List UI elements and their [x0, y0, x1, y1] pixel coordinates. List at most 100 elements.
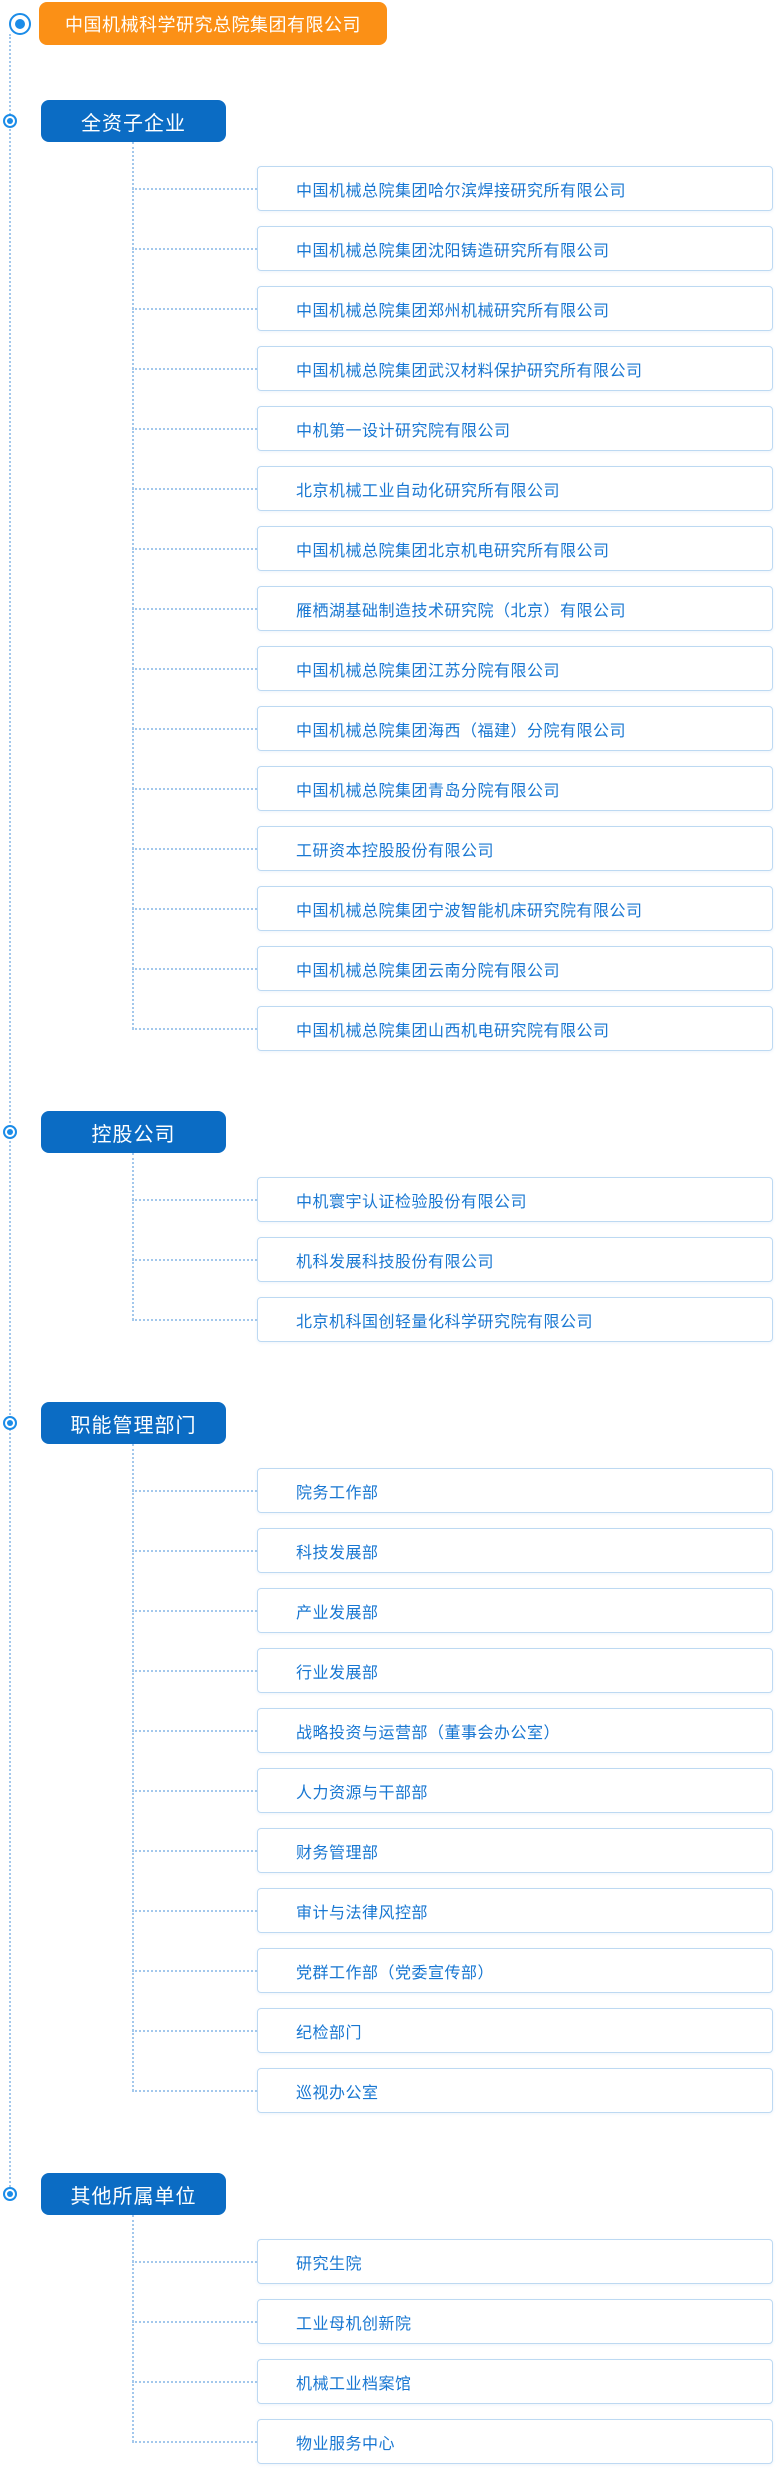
org-item[interactable]: 中国机械总院集团山西机电研究院有限公司 — [257, 1006, 773, 1051]
connector-line — [132, 607, 257, 610]
org-item[interactable]: 中机第一设计研究院有限公司 — [257, 406, 773, 451]
org-item[interactable]: 中国机械总院集团北京机电研究所有限公司 — [257, 526, 773, 571]
org-item[interactable]: 审计与法律风控部 — [257, 1888, 773, 1933]
connector-line — [132, 2380, 257, 2383]
org-item-row: 北京机科国创轻量化科学研究院有限公司 — [132, 1297, 773, 1342]
connector-line — [132, 1669, 257, 1672]
org-item[interactable]: 中国机械总院集团武汉材料保护研究所有限公司 — [257, 346, 773, 391]
connector-line — [132, 2089, 257, 2092]
org-item-row: 行业发展部 — [132, 1648, 773, 1693]
org-item[interactable]: 中国机械总院集团郑州机械研究所有限公司 — [257, 286, 773, 331]
org-item[interactable]: 物业服务中心 — [257, 2419, 773, 2464]
org-item-row: 中国机械总院集团武汉材料保护研究所有限公司 — [132, 346, 773, 391]
org-item[interactable]: 中国机械总院集团江苏分院有限公司 — [257, 646, 773, 691]
section-header-row: 全资子企业 — [0, 100, 779, 142]
root-node-row: 中国机械科学研究总院集团有限公司 — [0, 0, 779, 45]
org-item-row: 党群工作部（党委宣传部） — [132, 1948, 773, 1993]
org-item-row: 中国机械总院集团青岛分院有限公司 — [132, 766, 773, 811]
connector-line — [132, 487, 257, 490]
org-item[interactable]: 工研资本控股股份有限公司 — [257, 826, 773, 871]
connector-line — [132, 2029, 257, 2032]
section-holding-companies: 控股公司 中机寰宇认证检验股份有限公司 机科发展科技股份有限公司 北京机科国创轻… — [0, 1111, 779, 1342]
org-item-row: 中国机械总院集团北京机电研究所有限公司 — [132, 526, 773, 571]
org-item-row: 物业服务中心 — [132, 2419, 773, 2464]
org-item-row: 雁栖湖基础制造技术研究院（北京）有限公司 — [132, 586, 773, 631]
section-items: 院务工作部 科技发展部 产业发展部 行业发展部 战略投资与运营部（董事会办公室）… — [0, 1444, 779, 2113]
org-item[interactable]: 中国机械总院集团哈尔滨焊接研究所有限公司 — [257, 166, 773, 211]
section-connector-line — [132, 1444, 134, 2091]
section-functional-departments: 职能管理部门 院务工作部 科技发展部 产业发展部 行业发展部 战略投资与运营部（… — [0, 1402, 779, 2113]
section-connector-line — [132, 2215, 134, 2442]
section-node[interactable]: 控股公司 — [41, 1111, 226, 1153]
org-item[interactable]: 人力资源与干部部 — [257, 1768, 773, 1813]
org-item[interactable]: 中国机械总院集团宁波智能机床研究院有限公司 — [257, 886, 773, 931]
connector-line — [132, 1849, 257, 1852]
connector-line — [132, 1609, 257, 1612]
org-item[interactable]: 中国机械总院集团云南分院有限公司 — [257, 946, 773, 991]
section-bullet-icon — [3, 1125, 17, 1139]
org-item-row: 产业发展部 — [132, 1588, 773, 1633]
section-connector-line — [132, 1153, 134, 1320]
connector-line — [132, 1258, 257, 1261]
connector-line — [132, 427, 257, 430]
connector-line — [132, 547, 257, 550]
org-item-row: 工研资本控股股份有限公司 — [132, 826, 773, 871]
org-item[interactable]: 中国机械总院集团青岛分院有限公司 — [257, 766, 773, 811]
org-item-row: 中国机械总院集团江苏分院有限公司 — [132, 646, 773, 691]
section-bullet-icon — [3, 1416, 17, 1430]
org-item-row: 机科发展科技股份有限公司 — [132, 1237, 773, 1282]
org-item-row: 中国机械总院集团山西机电研究院有限公司 — [132, 1006, 773, 1051]
section-header-row: 控股公司 — [0, 1111, 779, 1153]
org-item[interactable]: 雁栖湖基础制造技术研究院（北京）有限公司 — [257, 586, 773, 631]
org-item[interactable]: 纪检部门 — [257, 2008, 773, 2053]
connector-line — [132, 1027, 257, 1030]
connector-line — [132, 1909, 257, 1912]
org-item-row: 北京机械工业自动化研究所有限公司 — [132, 466, 773, 511]
connector-line — [132, 907, 257, 910]
section-items: 中机寰宇认证检验股份有限公司 机科发展科技股份有限公司 北京机科国创轻量化科学研… — [0, 1153, 779, 1342]
org-item-row: 财务管理部 — [132, 1828, 773, 1873]
org-item[interactable]: 北京机科国创轻量化科学研究院有限公司 — [257, 1297, 773, 1342]
org-item[interactable]: 机械工业档案馆 — [257, 2359, 773, 2404]
org-item[interactable]: 研究生院 — [257, 2239, 773, 2284]
org-item[interactable]: 机科发展科技股份有限公司 — [257, 1237, 773, 1282]
connector-line — [132, 787, 257, 790]
org-item-row: 中国机械总院集团沈阳铸造研究所有限公司 — [132, 226, 773, 271]
org-item[interactable]: 中国机械总院集团沈阳铸造研究所有限公司 — [257, 226, 773, 271]
section-items: 中国机械总院集团哈尔滨焊接研究所有限公司 中国机械总院集团沈阳铸造研究所有限公司… — [0, 142, 779, 1051]
connector-line — [132, 1489, 257, 1492]
section-node[interactable]: 其他所属单位 — [41, 2173, 226, 2215]
connector-line — [132, 967, 257, 970]
org-item-row: 中国机械总院集团哈尔滨焊接研究所有限公司 — [132, 166, 773, 211]
section-wholly-owned: 全资子企业 中国机械总院集团哈尔滨焊接研究所有限公司 中国机械总院集团沈阳铸造研… — [0, 100, 779, 1051]
section-bullet-icon — [3, 114, 17, 128]
root-bullet-icon — [9, 12, 31, 35]
section-header-row: 职能管理部门 — [0, 1402, 779, 1444]
section-other-units: 其他所属单位 研究生院 工业母机创新院 机械工业档案馆 物业服务中心 — [0, 2173, 779, 2464]
org-item-row: 研究生院 — [132, 2239, 773, 2284]
org-item[interactable]: 巡视办公室 — [257, 2068, 773, 2113]
org-item[interactable]: 中机寰宇认证检验股份有限公司 — [257, 1177, 773, 1222]
org-item[interactable]: 产业发展部 — [257, 1588, 773, 1633]
org-item-row: 机械工业档案馆 — [132, 2359, 773, 2404]
org-item[interactable]: 中国机械总院集团海西（福建）分院有限公司 — [257, 706, 773, 751]
org-item[interactable]: 科技发展部 — [257, 1528, 773, 1573]
section-connector-line — [132, 142, 134, 1029]
section-node[interactable]: 全资子企业 — [41, 100, 226, 142]
org-item[interactable]: 北京机械工业自动化研究所有限公司 — [257, 466, 773, 511]
org-item[interactable]: 战略投资与运营部（董事会办公室） — [257, 1708, 773, 1753]
connector-line — [132, 247, 257, 250]
connector-line — [132, 1198, 257, 1201]
org-item-row: 人力资源与干部部 — [132, 1768, 773, 1813]
root-node[interactable]: 中国机械科学研究总院集团有限公司 — [39, 2, 387, 45]
org-item[interactable]: 院务工作部 — [257, 1468, 773, 1513]
org-item-row: 纪检部门 — [132, 2008, 773, 2053]
org-item[interactable]: 工业母机创新院 — [257, 2299, 773, 2344]
connector-line — [132, 667, 257, 670]
section-node[interactable]: 职能管理部门 — [41, 1402, 226, 1444]
org-item[interactable]: 党群工作部（党委宣传部） — [257, 1948, 773, 1993]
org-item-row: 中机第一设计研究院有限公司 — [132, 406, 773, 451]
org-item[interactable]: 财务管理部 — [257, 1828, 773, 1873]
root-connector-line — [9, 34, 11, 2194]
org-item[interactable]: 行业发展部 — [257, 1648, 773, 1693]
